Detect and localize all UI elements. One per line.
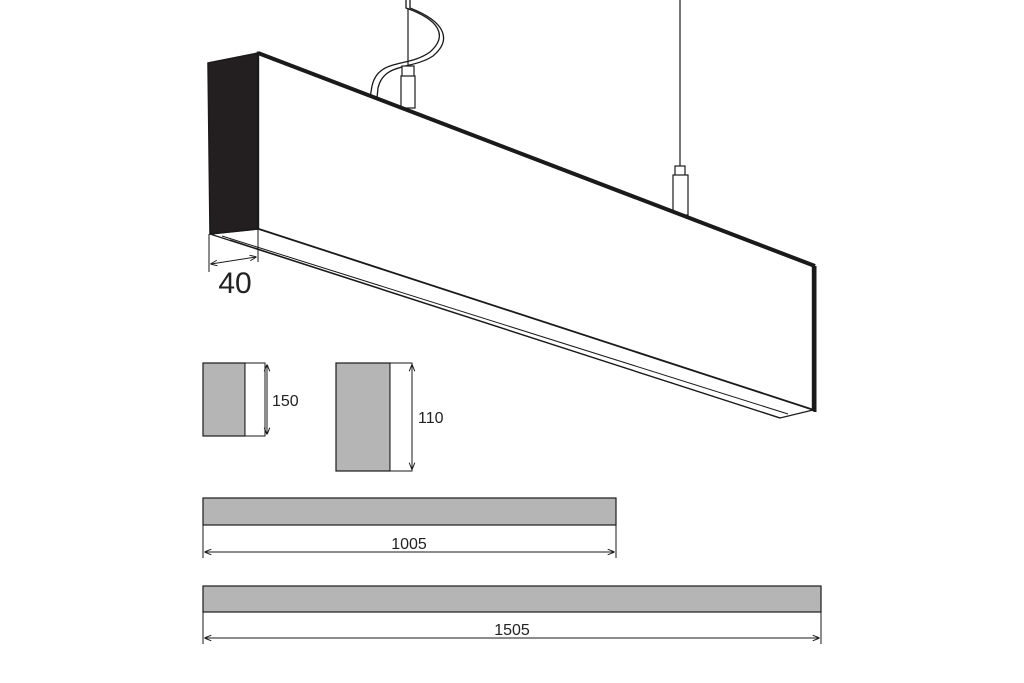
power-cable-outline bbox=[376, 0, 445, 99]
suspension-sleeve-right bbox=[672, 174, 689, 216]
luminaire-top-edge bbox=[257, 51, 816, 268]
section-110-profile bbox=[335, 362, 391, 472]
length-view-1505: 1505 bbox=[202, 585, 822, 644]
depth-dimension: 40 bbox=[208, 229, 259, 300]
power-cable bbox=[369, 0, 440, 99]
diffuser-line bbox=[221, 235, 789, 415]
length-1505-label: 1505 bbox=[494, 622, 530, 639]
length-1005-bar bbox=[202, 497, 617, 526]
length-1505-bar bbox=[202, 585, 822, 613]
length-view-1005: 1005 bbox=[202, 497, 617, 558]
depth-label: 40 bbox=[218, 267, 251, 300]
depth-dimension-line bbox=[211, 257, 256, 264]
luminaire-perspective-view bbox=[207, 0, 817, 419]
suspension-sleeve-left bbox=[400, 75, 416, 109]
cross-section-110: 110 bbox=[335, 362, 444, 472]
luminaire-end-cap bbox=[207, 52, 259, 235]
height-150-label: 150 bbox=[272, 393, 299, 410]
cross-section-150: 150 bbox=[202, 362, 299, 437]
height-110-label: 110 bbox=[418, 410, 444, 427]
length-1005-label: 1005 bbox=[391, 536, 427, 553]
section-110-gap bbox=[389, 362, 413, 472]
section-150-gap bbox=[244, 362, 266, 437]
section-150-profile bbox=[202, 362, 246, 437]
diffuser-line-lower bbox=[229, 239, 781, 419]
